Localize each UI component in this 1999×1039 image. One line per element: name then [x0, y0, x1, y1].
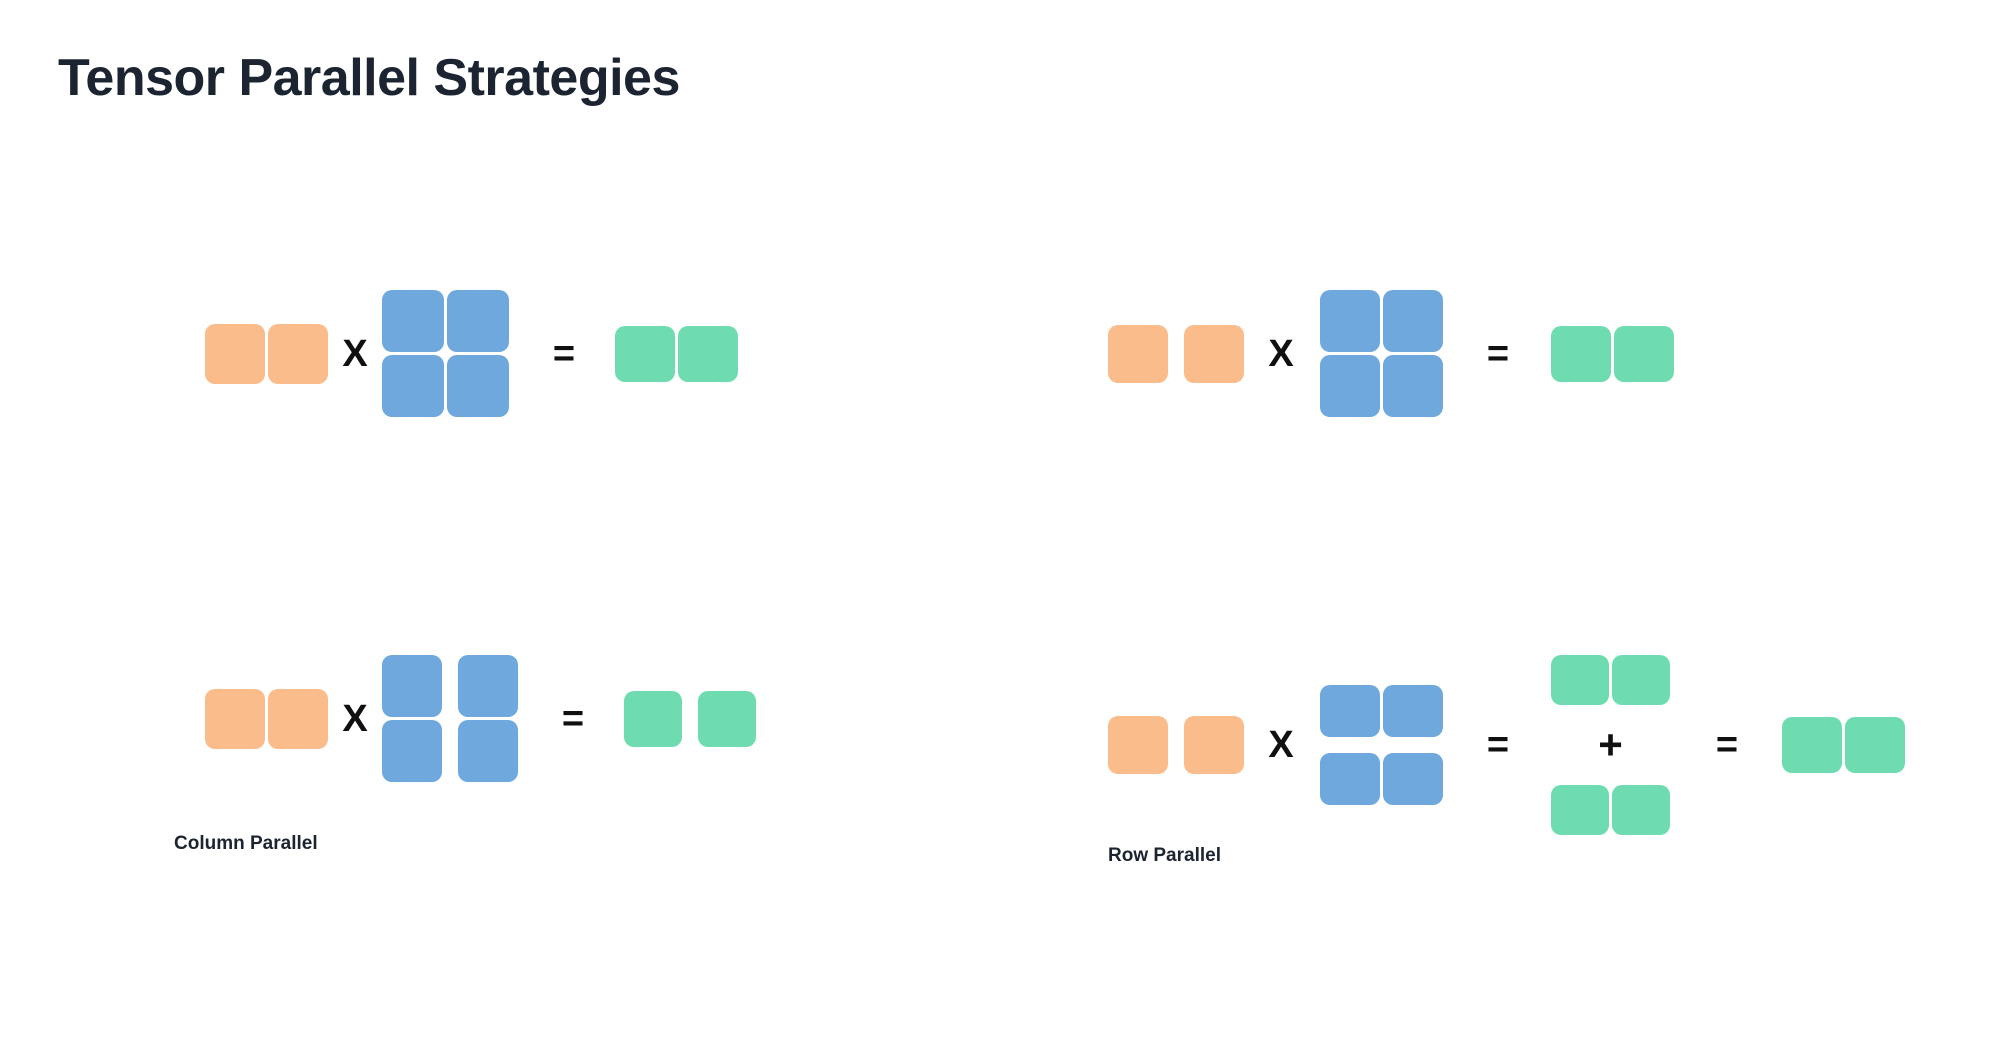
multiply-operator: X	[1268, 724, 1294, 766]
matrix-cell-orange	[205, 323, 265, 384]
matrix-row	[1551, 785, 1670, 835]
matrix-row	[1551, 325, 1674, 382]
matrix-cell-green	[1612, 655, 1670, 705]
matrix-row	[382, 655, 518, 717]
matrix-cell-green	[624, 690, 682, 747]
diagram-top-left: X =	[205, 290, 738, 417]
matrix-cell-blue	[447, 355, 509, 417]
matrix-cell-green	[1551, 325, 1611, 382]
matrix-row	[205, 688, 328, 749]
matrix-row	[1320, 685, 1443, 737]
matrix-cell-orange	[1184, 716, 1244, 774]
weight-matrix-blue	[382, 290, 509, 417]
matrix-row	[1320, 290, 1443, 352]
matrix-cell-green	[698, 690, 756, 747]
matrix-cell-orange	[1108, 324, 1168, 383]
matrix-cell-blue	[382, 290, 444, 352]
plus-operator: +	[1598, 721, 1623, 768]
matrix-cell-blue	[1320, 355, 1380, 417]
matrix-row	[615, 325, 738, 382]
multiply-operator: X	[342, 332, 368, 375]
matrix-cell-green	[1845, 717, 1905, 773]
matrix-cell-green	[1551, 655, 1609, 705]
matrix-cell-blue	[458, 655, 518, 717]
partial-sum-matrix-green-1	[1551, 655, 1670, 705]
input-matrix-orange-column-split	[1108, 324, 1244, 383]
weight-matrix-blue	[1320, 290, 1443, 417]
matrix-cell-orange	[268, 688, 328, 749]
caption-row-parallel: Row Parallel	[1108, 845, 1221, 866]
matrix-cell-green	[1612, 785, 1670, 835]
matrix-cell-blue	[382, 355, 444, 417]
input-matrix-orange	[205, 688, 328, 749]
matrix-row	[205, 323, 328, 384]
matrix-cell-green	[1614, 325, 1674, 382]
matrix-cell-green	[1782, 717, 1842, 773]
output-matrix-green	[1551, 325, 1674, 382]
matrix-cell-blue	[458, 720, 518, 782]
input-matrix-orange	[205, 323, 328, 384]
matrix-row	[382, 720, 518, 782]
output-matrix-green	[1782, 717, 1905, 773]
matrix-cell-green	[615, 325, 675, 382]
caption-column-parallel: Column Parallel	[174, 833, 318, 854]
output-matrix-green	[615, 325, 738, 382]
equals-operator: =	[1486, 724, 1510, 766]
equals-operator: =	[561, 697, 585, 740]
matrix-cell-orange	[1184, 324, 1244, 383]
matrix-row	[1108, 716, 1244, 774]
matrix-cell-blue	[1383, 355, 1443, 417]
input-matrix-orange-column-split	[1108, 716, 1244, 774]
equals-operator: =	[1486, 332, 1510, 375]
matrix-cell-blue	[1383, 290, 1443, 352]
matrix-cell-green	[678, 325, 738, 382]
matrix-cell-blue	[447, 290, 509, 352]
matrix-row	[1320, 753, 1443, 805]
matrix-row	[624, 690, 756, 747]
diagram-top-right: X =	[1108, 290, 1674, 417]
equals-operator-final: =	[1715, 724, 1739, 766]
matrix-row	[382, 355, 509, 417]
matrix-row	[1320, 355, 1443, 417]
matrix-cell-orange	[1108, 716, 1168, 774]
matrix-cell-blue	[1320, 290, 1380, 352]
matrix-cell-blue	[1320, 685, 1380, 737]
multiply-operator: X	[1268, 332, 1294, 375]
weight-matrix-blue-row-split	[1320, 685, 1443, 805]
matrix-row	[382, 290, 509, 352]
matrix-row	[1108, 324, 1244, 383]
matrix-cell-blue	[1383, 753, 1443, 805]
matrix-cell-blue	[382, 720, 442, 782]
weight-matrix-blue-column-split	[382, 655, 518, 782]
matrix-cell-green	[1551, 785, 1609, 835]
multiply-operator: X	[342, 697, 368, 740]
partial-sum-group: +	[1551, 655, 1670, 835]
matrix-cell-orange	[268, 323, 328, 384]
output-matrix-green-column-split	[624, 690, 756, 747]
page-title: Tensor Parallel Strategies	[58, 49, 680, 107]
matrix-cell-blue	[1383, 685, 1443, 737]
partial-sum-matrix-green-2	[1551, 785, 1670, 835]
matrix-cell-orange	[205, 688, 265, 749]
matrix-row	[1551, 655, 1670, 705]
matrix-row	[1782, 717, 1905, 773]
diagram-bottom-left: X =	[205, 655, 756, 782]
matrix-cell-blue	[382, 655, 442, 717]
diagram-bottom-right: X = + =	[1108, 655, 1905, 835]
equals-operator: =	[552, 332, 576, 375]
matrix-cell-blue	[1320, 753, 1380, 805]
